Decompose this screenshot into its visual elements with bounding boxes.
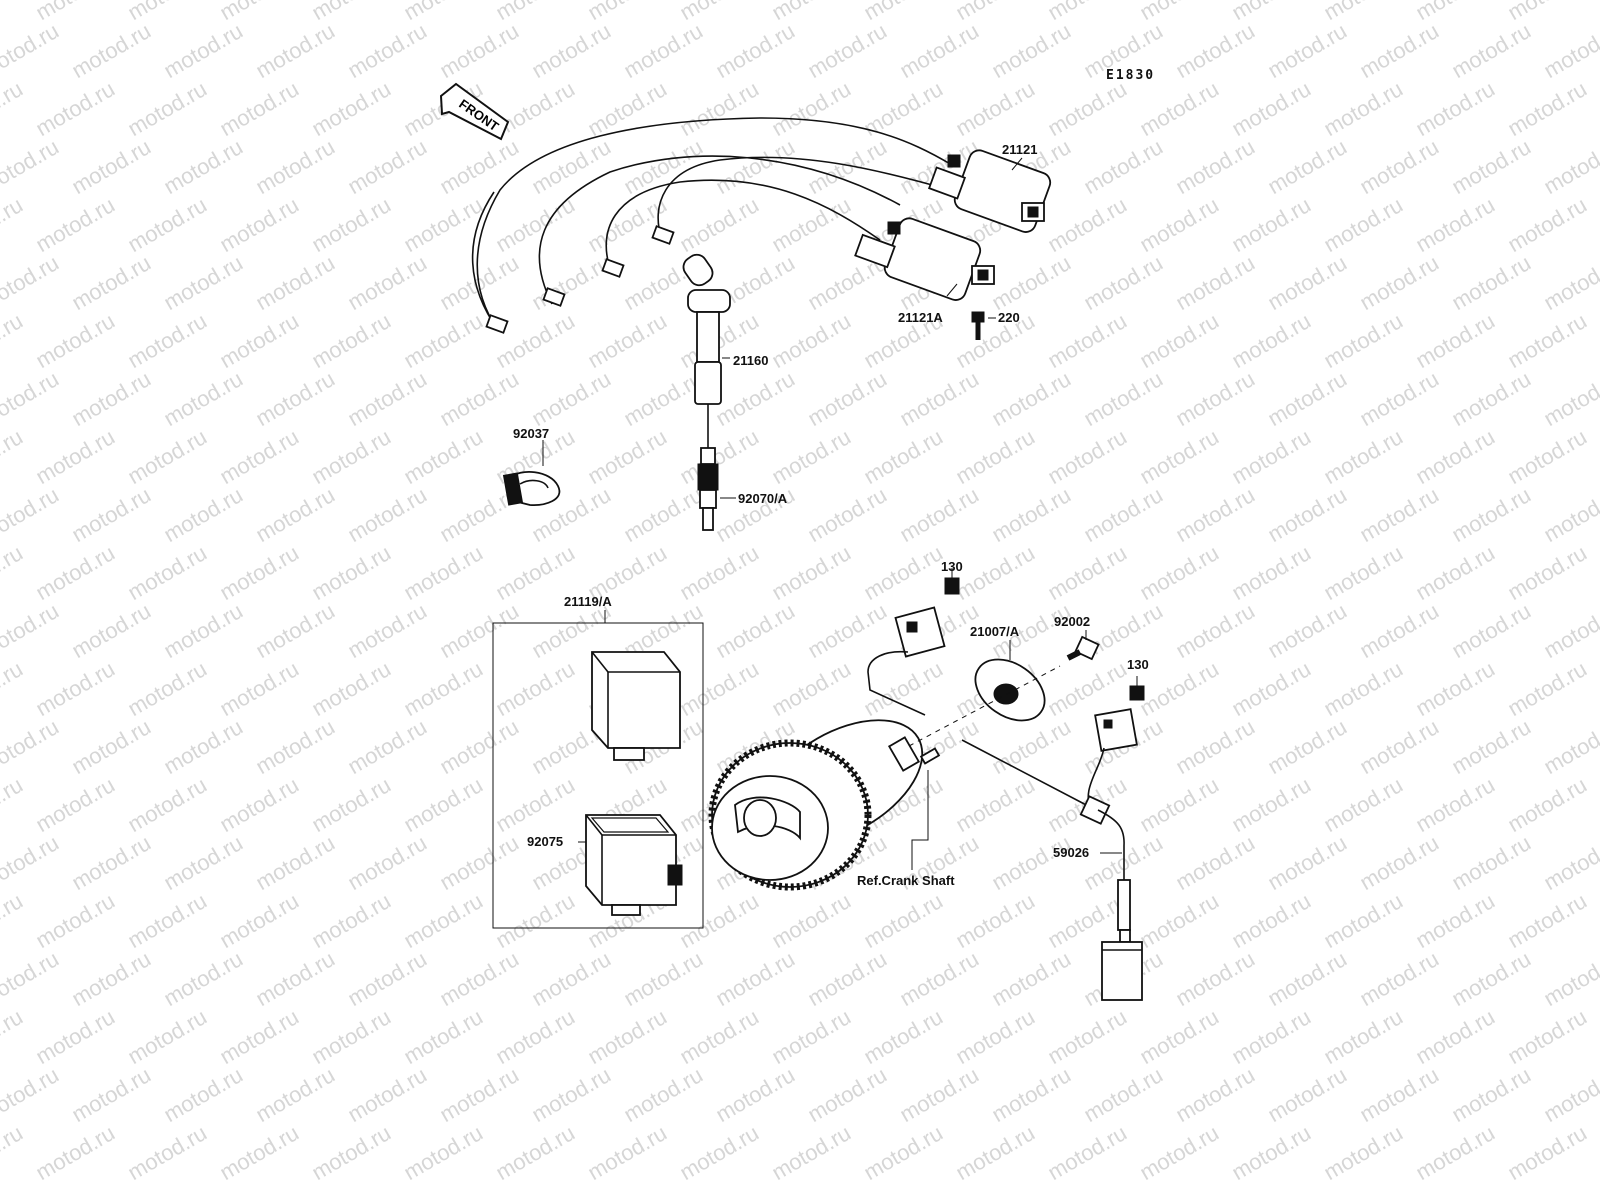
igniter-group-box [492,610,704,929]
crankshaft-rotor [708,665,1061,891]
label-92075: 92075 [527,834,564,849]
label-21160: 21160 [733,353,769,368]
label-21121: 21121 [1002,142,1038,157]
pickup-coil-lower [1094,676,1145,752]
bolt-220 [971,311,996,340]
pickup-coil-upper [867,568,960,716]
bolt-92002 [1066,630,1100,661]
label-92002: 92002 [1054,614,1091,629]
label-59026: 59026 [1053,845,1090,860]
leader-lines [946,157,1023,297]
high-tension-leads [471,117,953,334]
crank-ref-bracket [911,770,929,870]
clamp-92037 [502,440,561,506]
label-130-upper: 130 [941,559,963,574]
spark-plug-cap-21160 [682,253,731,448]
label-ref-crank-shaft: Ref.Crank Shaft [857,873,955,888]
drawing-code: E1830 [1106,68,1156,83]
label-130-lower: 130 [1127,657,1149,672]
label-92037: 92037 [513,426,550,441]
label-220: 220 [998,310,1020,325]
ignition-coil-21121 [927,149,1052,233]
label-21007a: 21007/A [970,624,1020,639]
ignition-coil-21121a [854,217,995,301]
label-21119a: 21119/A [564,594,612,609]
spark-plug-92070a [697,447,736,531]
label-92070a: 92070/A [738,491,788,506]
front-arrow-icon: FRONT [439,82,510,141]
label-21121a: 21121A [898,310,943,325]
timing-rotor-21007a [974,640,1046,722]
wiring-lead-59026 [961,739,1143,1001]
